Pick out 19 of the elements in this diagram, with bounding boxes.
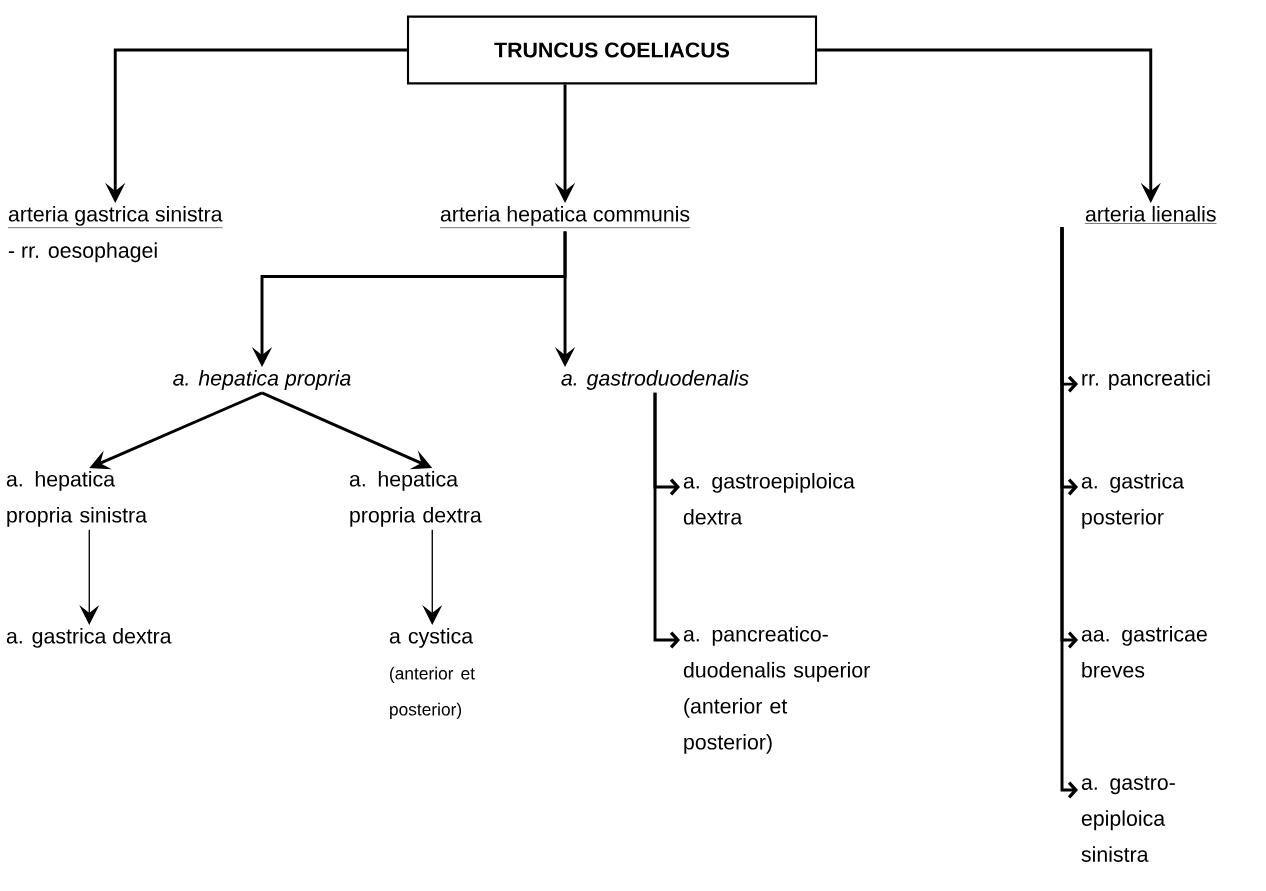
arrow bbox=[1060, 227, 1078, 799]
branch-heading: arteria lienalis bbox=[1084, 205, 1217, 224]
arrow bbox=[653, 392, 680, 649]
artery-label: a cystica (anterior et posterior) bbox=[389, 627, 475, 719]
artery-label: a. gastroepiploica dextra bbox=[683, 472, 855, 525]
artery-label: rr. pancreatici bbox=[1082, 370, 1210, 390]
title-box: TRUNCUS COELIACUS bbox=[406, 15, 818, 85]
artery-label: a. gastroduodenalis bbox=[561, 370, 749, 390]
artery-label: a. gastro-epiploica sinistra bbox=[1081, 775, 1175, 862]
artery-label: a. gastrica dextra bbox=[6, 627, 172, 648]
artery-label: a. gastrica posterior bbox=[1081, 472, 1185, 529]
note-text: - rr. oesophagei bbox=[8, 242, 157, 263]
artery-label: a. hepatica propria sinistra bbox=[6, 470, 147, 527]
artery-label: a. hepatica propria bbox=[173, 370, 351, 390]
artery-label: a. hepatica propria dextra bbox=[349, 470, 482, 527]
artery-label: aa. gastricae breves bbox=[1081, 625, 1207, 678]
branch-heading: arteria gastrica sinistra bbox=[7, 205, 223, 228]
artery-label: a. pancreatico-duodenalis superior (anterior et posterior) bbox=[683, 625, 870, 754]
branch-heading: arteria hepatica communis bbox=[439, 205, 691, 228]
